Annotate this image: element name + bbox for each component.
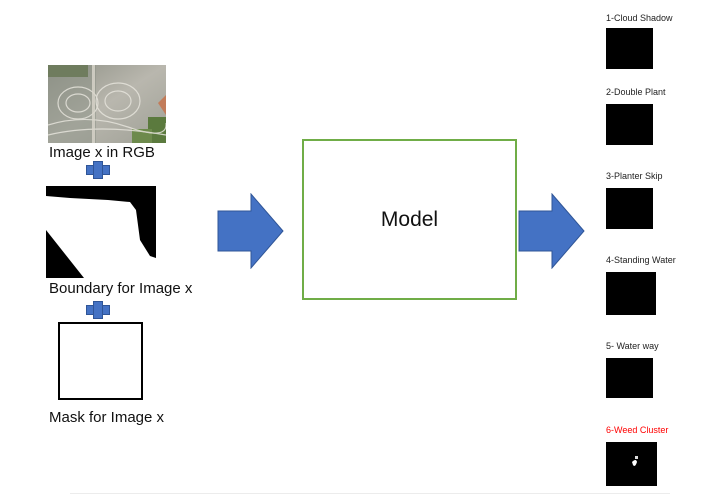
divider <box>70 493 670 494</box>
output-arrow <box>518 193 585 269</box>
output-mask-weed-cluster <box>606 442 657 486</box>
output-mask-double-plant <box>606 104 653 145</box>
input-arrow <box>217 193 284 269</box>
output-label-planter-skip: 3-Planter Skip <box>606 171 663 181</box>
output-mask-standing-water <box>606 272 656 315</box>
output-label-cloud-shadow: 1-Cloud Shadow <box>606 13 673 23</box>
output-mask-water-way <box>606 358 653 398</box>
plus-icon <box>86 301 110 319</box>
output-label-weed-cluster: 6-Weed Cluster <box>606 425 669 435</box>
output-mask-cloud-shadow <box>606 28 653 69</box>
output-label-standing-water: 4-Standing Water <box>606 255 676 265</box>
plus-icon <box>86 161 110 179</box>
output-mask-planter-skip <box>606 188 653 229</box>
model-box: Model <box>302 139 517 300</box>
model-label: Model <box>380 207 439 231</box>
boundary-image-label: Boundary for Image x <box>49 280 193 297</box>
mask-image-label: Mask for Image x <box>49 409 165 426</box>
boundary-image <box>46 186 156 278</box>
output-label-double-plant: 2-Double Plant <box>606 87 666 97</box>
output-label-water-way: 5- Water way <box>606 341 659 351</box>
mask-image <box>58 322 143 400</box>
rgb-image <box>48 65 166 143</box>
rgb-image-label: Image x in RGB <box>49 144 155 161</box>
